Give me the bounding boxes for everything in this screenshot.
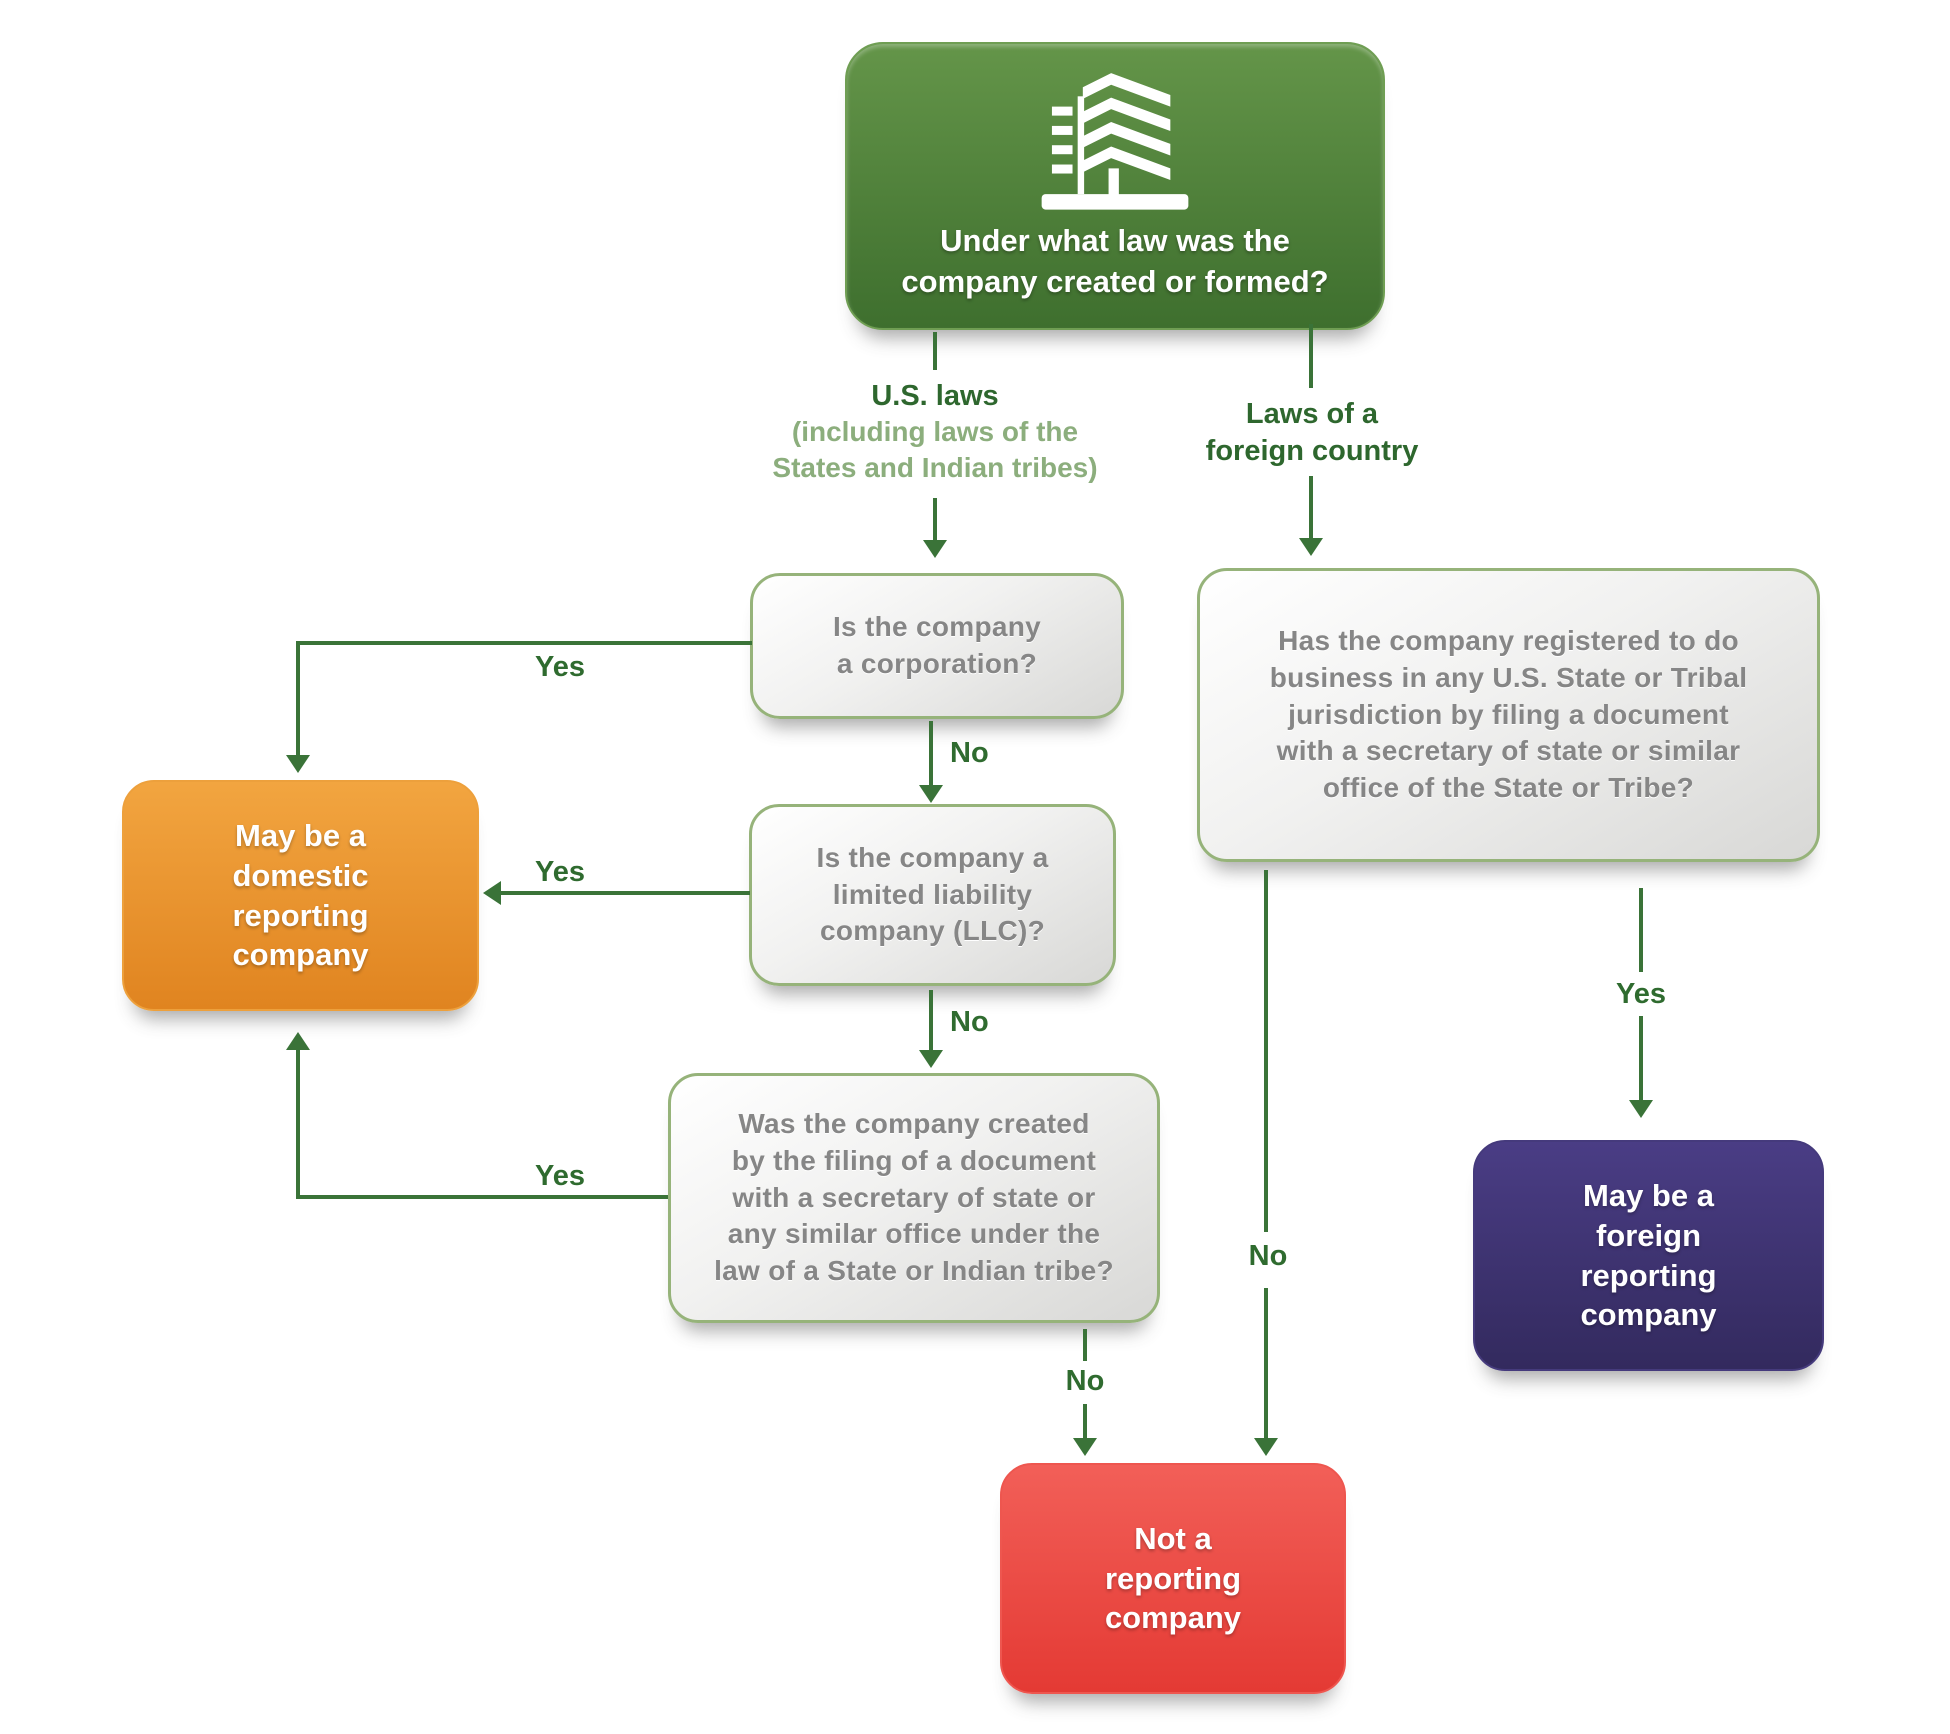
root-question-text: Under what law was the company created o… xyxy=(901,222,1329,299)
root-question-box: Under what law was the company created o… xyxy=(845,42,1385,330)
outcome-not-reporting-box: Not a reporting company xyxy=(1000,1463,1346,1694)
us-branch-arrowhead xyxy=(923,540,947,558)
corporation-yes-arrowhead xyxy=(286,755,310,773)
registered-yes-connector-bottom xyxy=(1639,1016,1643,1102)
llc-yes-label: Yes xyxy=(535,856,585,888)
filing-no-label: No xyxy=(1065,1365,1105,1397)
registered-no-connector-top xyxy=(1264,870,1268,1232)
corporation-yes-connector-h xyxy=(296,641,752,645)
question-llc-box: Is the company a limited liability compa… xyxy=(749,804,1116,986)
registered-no-connector-bottom xyxy=(1264,1288,1268,1440)
registered-yes-connector-top xyxy=(1639,888,1643,972)
registered-yes-label: Yes xyxy=(1616,978,1666,1010)
llc-no-connector xyxy=(929,990,933,1052)
outcome-foreign-box: May be a foreign reporting company xyxy=(1473,1140,1824,1371)
foreign-branch-connector-top xyxy=(1309,324,1313,388)
registered-yes-arrowhead xyxy=(1629,1100,1653,1118)
foreign-branch-connector-bottom xyxy=(1309,476,1313,540)
filing-yes-connector-v xyxy=(296,1050,300,1199)
filing-no-connector-top xyxy=(1083,1329,1087,1361)
filing-yes-arrowhead xyxy=(286,1032,310,1050)
corporation-yes-connector-v xyxy=(296,641,300,757)
registered-no-arrowhead xyxy=(1254,1438,1278,1456)
corporation-no-label: No xyxy=(950,737,989,769)
corporation-no-arrowhead xyxy=(919,785,943,803)
llc-no-arrowhead xyxy=(919,1050,943,1068)
question-filing-box: Was the company created by the filing of… xyxy=(668,1073,1160,1323)
question-corporation-box: Is the company a corporation? xyxy=(750,573,1124,719)
filing-yes-connector-h xyxy=(296,1195,668,1199)
filing-yes-label: Yes xyxy=(535,1160,585,1192)
foreign-branch-arrowhead xyxy=(1299,538,1323,556)
corporation-no-connector xyxy=(929,721,933,787)
llc-no-label: No xyxy=(950,1006,989,1038)
filing-no-arrowhead xyxy=(1073,1438,1097,1456)
question-registered-box: Has the company registered to do busines… xyxy=(1197,568,1820,862)
building-icon xyxy=(1041,73,1189,210)
us-branch-connector-top xyxy=(933,332,937,370)
us-laws-sublabel: (including laws of the States and Indian… xyxy=(772,416,1098,483)
foreign-laws-label: Laws of a foreign country xyxy=(1205,398,1419,468)
filing-no-connector-bottom xyxy=(1083,1404,1087,1440)
registered-no-label: No xyxy=(1248,1240,1288,1272)
llc-yes-connector xyxy=(501,891,750,895)
corporation-yes-label: Yes xyxy=(535,651,585,683)
outcome-domestic-box: May be a domestic reporting company xyxy=(122,780,479,1011)
us-laws-label: U.S. laws xyxy=(871,380,999,412)
llc-yes-arrowhead xyxy=(483,881,501,905)
us-branch-connector-bottom xyxy=(933,498,937,542)
